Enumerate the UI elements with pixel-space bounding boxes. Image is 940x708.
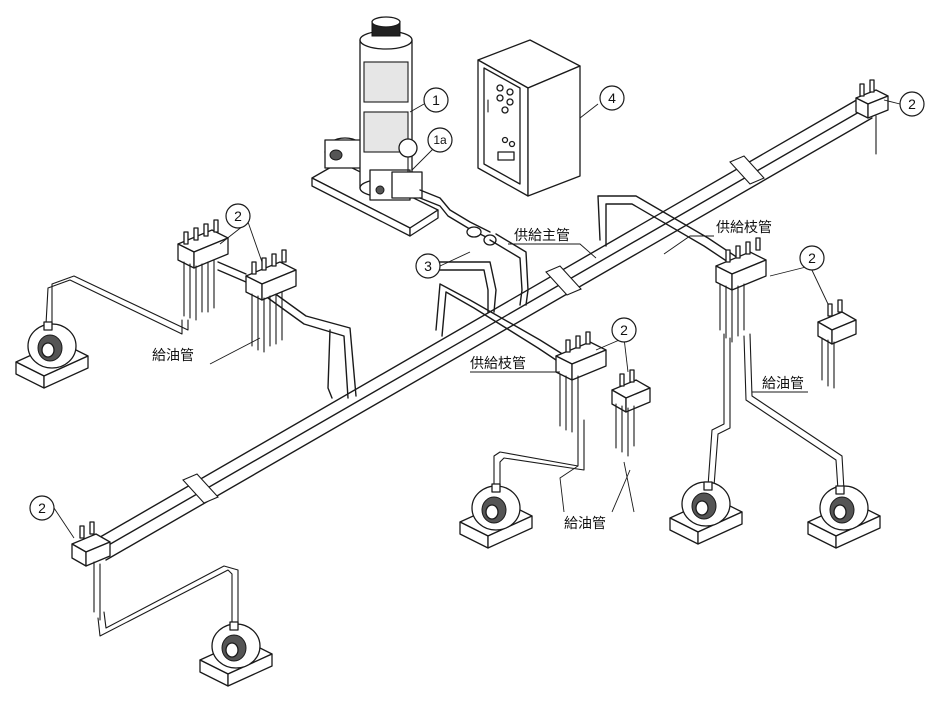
callout-1-text: 1 xyxy=(432,92,440,108)
callout-2-text: 2 xyxy=(620,322,628,338)
callout-3-text: 3 xyxy=(424,258,432,274)
label-oil-supply-pipe-right: 給油管 xyxy=(762,376,804,392)
callout-3: 3 xyxy=(415,253,441,279)
callout-2-left-upper: 2 xyxy=(225,203,251,229)
callout-2-center: 2 xyxy=(611,317,637,343)
callout-1a-text: 1a xyxy=(433,133,447,147)
distributor-right-upper xyxy=(715,237,767,291)
distributor-left-upper-b xyxy=(245,249,297,301)
label-oil-supply-pipe-left: 給油管 xyxy=(152,348,194,364)
pump-unit xyxy=(311,16,529,313)
main-supply-pipe xyxy=(94,97,873,561)
distributor-far-left xyxy=(71,521,111,567)
distributor-center-right xyxy=(611,369,651,413)
bearing-right-b xyxy=(807,485,881,549)
callout-4: 4 xyxy=(599,85,625,111)
distributor-left-upper-a xyxy=(177,219,229,269)
control-panel xyxy=(477,39,581,197)
leader-lines xyxy=(53,99,901,539)
bearing-center xyxy=(459,483,533,549)
branch-pipes xyxy=(217,195,745,399)
callout-2-far-left: 2 xyxy=(29,495,55,521)
bearing-right-a xyxy=(669,481,743,545)
callout-1: 1 xyxy=(423,87,449,113)
callout-2-right-upper: 2 xyxy=(799,245,825,271)
label-oil-supply-pipe-center: 給油管 xyxy=(564,516,606,532)
bearing-left xyxy=(15,321,89,389)
label-branch-supply-pipe-center: 供給枝管 xyxy=(470,356,526,372)
drip-tubes xyxy=(93,115,877,621)
callout-2-text: 2 xyxy=(234,208,242,224)
oil-supply-pipes xyxy=(45,275,845,637)
distributor-right-lower xyxy=(817,299,857,345)
callout-2-text: 2 xyxy=(808,250,816,266)
callout-2-far-right: 2 xyxy=(899,91,925,117)
distributor-center xyxy=(555,331,607,381)
label-main-supply-pipe: 供給主管 xyxy=(514,228,570,244)
label-branch-supply-pipe-right: 供給枝管 xyxy=(716,220,772,236)
callout-1a: 1a xyxy=(427,127,453,153)
distributor-far-right xyxy=(855,79,889,119)
callout-2-text: 2 xyxy=(908,96,916,112)
bearing-bottom xyxy=(199,621,273,687)
callout-4-text: 4 xyxy=(608,90,616,106)
callout-2-text: 2 xyxy=(38,500,46,516)
